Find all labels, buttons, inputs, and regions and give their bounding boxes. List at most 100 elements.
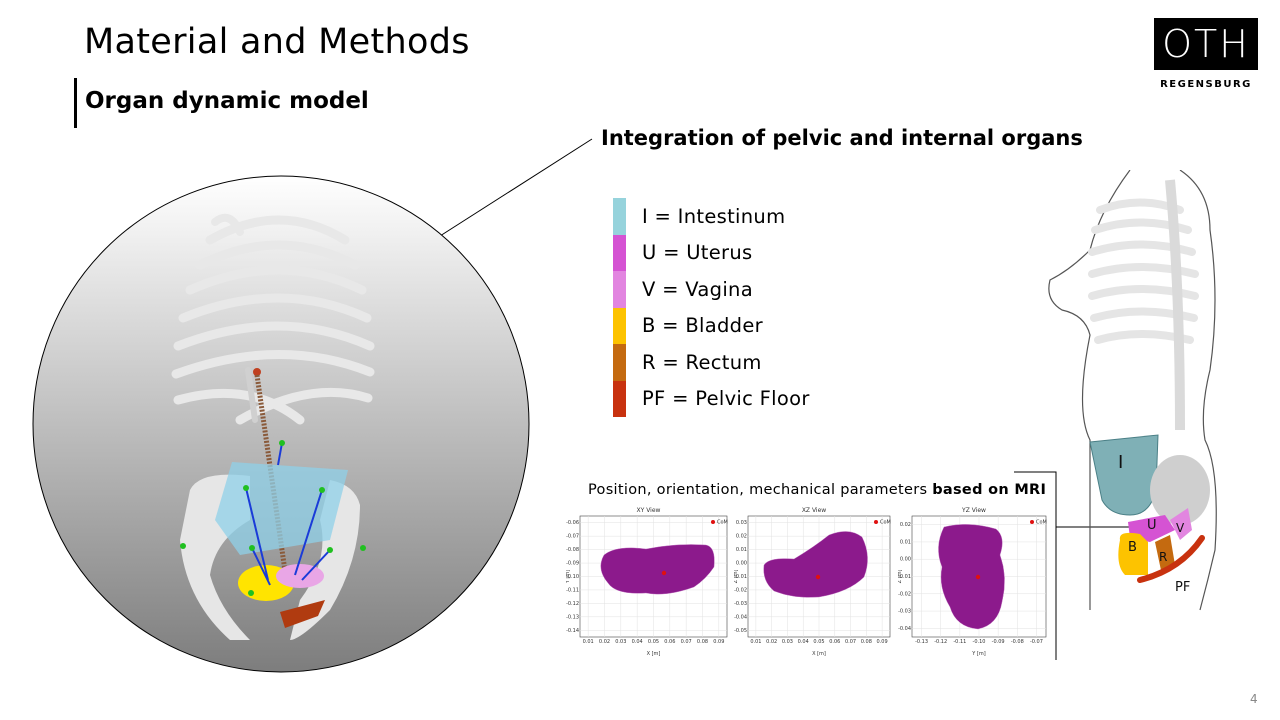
x-tick-label: -0.10: [973, 639, 986, 645]
y-tick-label: -0.08: [566, 547, 579, 553]
y-tick-label: -0.12: [566, 601, 579, 607]
y-tick-label: -0.14: [566, 628, 579, 634]
plot-title: XY View: [636, 507, 661, 514]
y-tick-label: 0.01: [736, 547, 747, 553]
spring-anchors: [180, 440, 366, 596]
body-silhouette-illustration: [1048, 170, 1217, 611]
y-tick-label: -0.07: [566, 534, 579, 540]
x-tick-label: 0.07: [845, 639, 856, 645]
legend-swatch: [613, 198, 626, 235]
legend-swatch: [613, 271, 626, 308]
plot-legend-marker: [711, 520, 715, 524]
legend-item: B = Bladder: [613, 307, 810, 344]
mri-caption-normal: Position, orientation, mechanical parame…: [588, 482, 933, 498]
x-tick-label: -0.12: [934, 639, 947, 645]
rib-cage: [171, 213, 375, 425]
y-tick-label: 0.02: [900, 522, 911, 528]
spring-lines: [245, 442, 331, 586]
x-tick-label: 0.06: [829, 639, 840, 645]
y-tick-label: 0.02: [736, 534, 747, 540]
sternum-marker: [253, 368, 261, 376]
x-tick-label: 0.05: [648, 639, 659, 645]
y-tick-label: -0.09: [566, 561, 579, 567]
plot-legend-marker: [1030, 520, 1034, 524]
legend-label: I = Intestinum: [642, 204, 786, 228]
organ-mesh: [938, 524, 1005, 630]
x-tick-label: 0.06: [664, 639, 675, 645]
x-tick-label: 0.05: [813, 639, 824, 645]
y-axis-label: Z [m]: [734, 570, 739, 584]
legend-label: B = Bladder: [642, 314, 763, 338]
legend-label: PF = Pelvic Floor: [642, 387, 810, 411]
y-tick-label: -0.01: [734, 574, 747, 580]
legend-item: I = Intestinum: [613, 198, 810, 235]
body-outline-back: [1179, 170, 1217, 611]
x-tick-label: 0.08: [697, 639, 708, 645]
y-tick-label: 0.00: [736, 561, 747, 567]
mri-caption: Position, orientation, mechanical parame…: [588, 482, 1046, 498]
x-tick-label: 0.01: [583, 639, 594, 645]
organ-legend: I = Intestinum U = Uterus V = Vagina B = Bl…: [613, 198, 810, 417]
y-tick-label: -0.04: [734, 614, 747, 620]
legend-swatch: [613, 307, 626, 344]
label-rectum: R: [1159, 550, 1168, 564]
legend-label: V = Vagina: [642, 277, 753, 301]
x-tick-label: 0.02: [599, 639, 610, 645]
section-heading: Integration of pelvic and internal organ…: [601, 126, 1083, 150]
silhouette-spine: [1165, 179, 1185, 431]
intestine-shape: [1089, 434, 1159, 516]
label-uterus: U: [1147, 518, 1157, 533]
x-tick-label: 0.03: [615, 639, 626, 645]
legend-item: V = Vagina: [613, 271, 810, 308]
x-tick-label: -0.09: [992, 639, 1005, 645]
logo-city: REGENSBURG: [1160, 79, 1252, 90]
x-tick-label: 0.04: [632, 639, 643, 645]
vagina-shape: [1170, 508, 1192, 540]
body-outline-front: [1048, 170, 1131, 610]
x-axis-label: X [m]: [647, 651, 661, 657]
x-tick-label: 0.08: [861, 639, 872, 645]
x-axis-label: X [m]: [812, 651, 826, 657]
x-tick-label: -0.07: [1030, 639, 1043, 645]
legend-item: R = Rectum: [613, 344, 810, 381]
slide-title: Material and Methods: [84, 22, 470, 62]
legend-label: R = Rectum: [642, 350, 762, 374]
slide-subtitle: Organ dynamic model: [85, 88, 369, 114]
y-tick-label: -0.02: [734, 587, 747, 593]
y-tick-label: 0.03: [736, 520, 747, 526]
bladder-shape: [1118, 532, 1148, 575]
plot-legend-label: CoM: [717, 520, 728, 526]
label-pelvic-floor: PF: [1175, 580, 1191, 595]
y-tick-label: 0.00: [900, 557, 911, 563]
organ-mesh: [600, 544, 715, 595]
y-tick-label: -0.05: [734, 628, 747, 634]
x-tick-label: 0.09: [713, 639, 724, 645]
y-axis-label: Z [m]: [898, 570, 903, 584]
legend-item: U = Uterus: [613, 234, 810, 271]
pelvic-floor-volume: [280, 600, 325, 628]
label-vagina: V: [1176, 521, 1185, 535]
y-tick-label: -0.03: [734, 601, 747, 607]
legend-swatch: [613, 344, 626, 381]
legend-swatch: [613, 380, 626, 417]
legend-item: PF = Pelvic Floor: [613, 380, 810, 417]
x-tick-label: 0.01: [750, 639, 761, 645]
com-point: [975, 574, 981, 580]
legend-label: U = Uterus: [642, 241, 753, 265]
subtitle-accent-bar: [74, 78, 77, 128]
plot-legend-marker: [874, 520, 878, 524]
y-tick-label: -0.06: [566, 520, 579, 526]
page-number: 4: [1250, 692, 1258, 706]
zoom-line: [439, 138, 593, 237]
com-point: [815, 574, 821, 580]
oth-logo: OTH: [1154, 18, 1258, 70]
legend-swatch: [613, 234, 626, 271]
y-tick-label: 0.01: [900, 539, 911, 545]
y-tick-label: -0.03: [898, 609, 911, 615]
y-tick-label: -0.10: [566, 574, 579, 580]
model-circle: [32, 175, 530, 673]
